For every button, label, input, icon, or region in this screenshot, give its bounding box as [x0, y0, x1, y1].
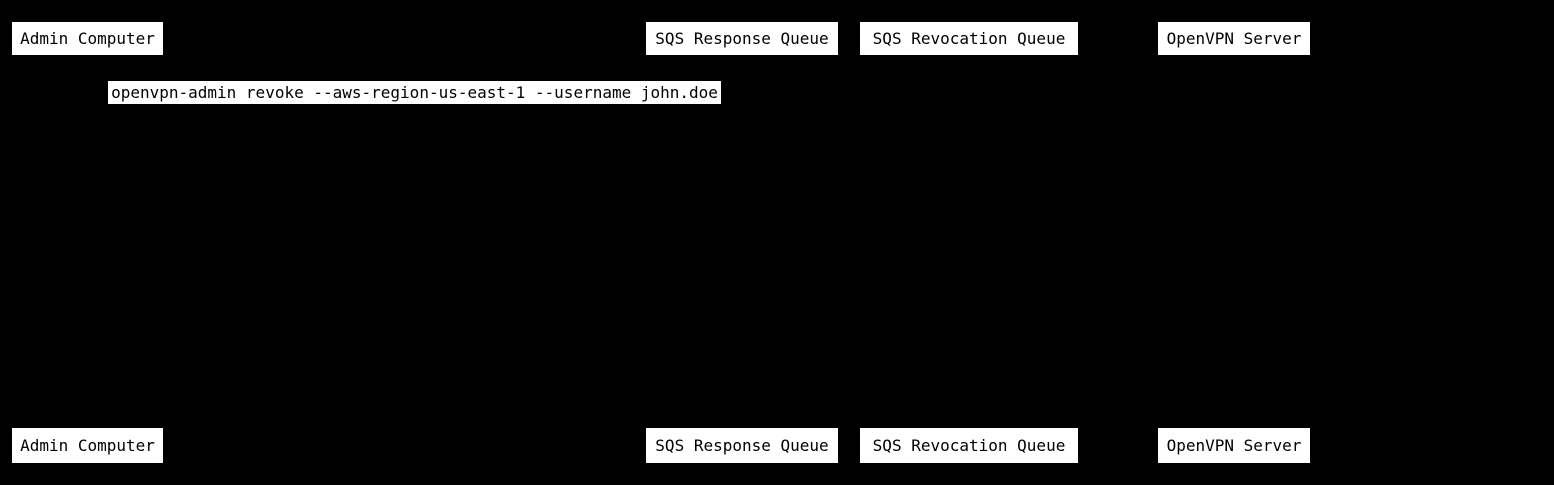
- message-label-revoke-command: openvpn-admin revoke --aws-region-us-eas…: [108, 81, 721, 104]
- participant-sqs-response-queue-bottom: SQS Response Queue: [646, 428, 838, 463]
- participant-openvpn-server-bottom: OpenVPN Server: [1158, 428, 1310, 463]
- participant-sqs-response-queue-top: SQS Response Queue: [646, 22, 838, 55]
- participant-sqs-revocation-queue-bottom: SQS Revocation Queue: [860, 428, 1078, 463]
- participant-openvpn-server-top: OpenVPN Server: [1158, 22, 1310, 55]
- lifeline-admin-computer: [87, 55, 88, 428]
- lifeline-sqs-response-queue: [742, 55, 743, 428]
- participant-admin-computer-bottom: Admin Computer: [12, 428, 163, 463]
- lifeline-openvpn-server: [1234, 55, 1235, 428]
- lifeline-sqs-revocation-queue: [969, 55, 970, 428]
- participant-sqs-revocation-queue-top: SQS Revocation Queue: [860, 22, 1078, 55]
- participant-admin-computer-top: Admin Computer: [12, 22, 163, 55]
